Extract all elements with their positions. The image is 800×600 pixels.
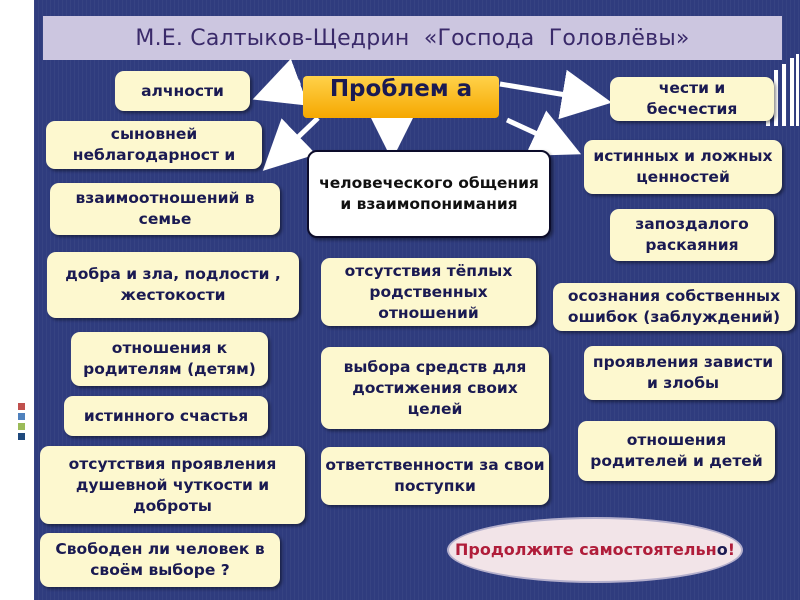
box-means: выбора средств для достижения своих целе… xyxy=(321,347,549,429)
box-family: взаимоотношений в семье xyxy=(50,183,280,235)
box-greed: алчности xyxy=(115,71,250,111)
box-repentance: запоздалого раскаяния xyxy=(610,209,774,261)
box-good-evil: добра и зла, подлости , жестокости xyxy=(47,252,299,318)
box-envy: проявления зависти и злобы xyxy=(584,346,782,400)
box-mistakes: осознания собственных ошибок (заблуждени… xyxy=(553,283,795,331)
box-parents: отношения к родителям (детям) xyxy=(71,332,268,386)
box-kindness: отсутствия проявления душевной чуткости … xyxy=(40,446,305,524)
box-warm-relations: отсутствия тёплых родственных отношений xyxy=(321,258,536,326)
box-communication: человеческого общения и взаимопонимания xyxy=(307,150,551,238)
decor-square xyxy=(18,433,25,440)
box-free-choice: Свободен ли человек в своём выборе ? xyxy=(40,533,280,587)
box-parents-children: отношения родителей и детей xyxy=(578,421,775,481)
page-title: М.Е. Салтыков-Щедрин «Господа Головлёвы» xyxy=(135,25,690,51)
problem-label: Проблем а xyxy=(303,76,499,118)
decor-square xyxy=(18,413,25,420)
box-responsibility: ответственности за свои поступки xyxy=(321,447,549,505)
decor-square xyxy=(18,403,25,410)
box-ingratitude: сыновней неблагодарност и xyxy=(46,121,262,169)
box-values: истинных и ложных ценностей xyxy=(584,140,782,194)
decor-square xyxy=(18,423,25,430)
box-happiness: истинного счастья xyxy=(64,396,268,436)
box-honor: чести и бесчестия xyxy=(610,77,774,121)
title-bar: М.Е. Салтыков-Щедрин «Господа Головлёвы» xyxy=(43,16,782,60)
continue-prompt: Продолжите самостоятельно! xyxy=(447,517,743,583)
left-white-strip xyxy=(0,0,34,600)
